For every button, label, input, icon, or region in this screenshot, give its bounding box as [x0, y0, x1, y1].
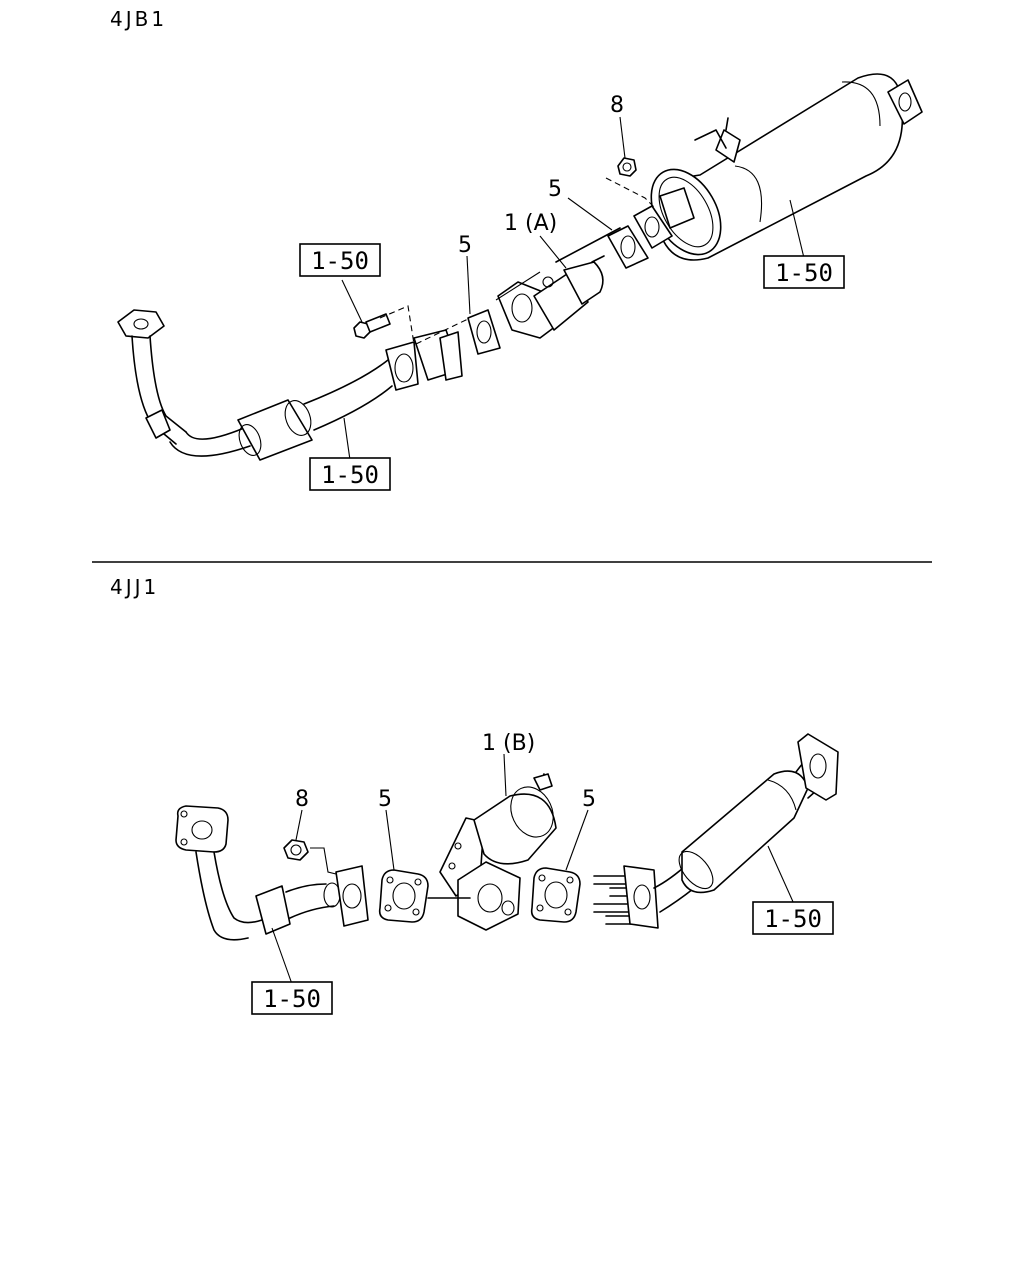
leader-gasket-right-4jj1	[565, 809, 589, 871]
leader-nut	[619, 116, 626, 159]
rear-pipe-4jj1	[623, 733, 839, 929]
section-title-4jb1: 4JB1	[110, 7, 167, 31]
gasket-left	[467, 309, 501, 355]
callout-gasket-left: 5	[458, 233, 472, 258]
ref-box-front-pipe-4jj1[interactable]: 1-50	[251, 981, 333, 1015]
leader-nut-4jj1	[295, 809, 303, 841]
exhaust-brake-b	[439, 773, 557, 931]
gasket-left-4jj1	[378, 869, 429, 923]
leader-exhaust-brake-a	[539, 235, 567, 269]
ref-label-rear-pipe-4jj1: 1-50	[764, 905, 822, 933]
ref-box-muffler[interactable]: 1-50	[763, 255, 845, 289]
callout-gasket-right-4jj1: 5	[582, 787, 596, 812]
nut-4jj1	[283, 839, 309, 861]
callout-gasket-left-4jj1: 5	[378, 787, 392, 812]
gasket-right-4jj1	[530, 867, 581, 923]
callout-nut: 8	[610, 93, 624, 118]
center-line-mid	[495, 271, 541, 301]
leader-exhaust-brake-b	[503, 753, 507, 797]
section-title-4jj1: 4JJ1	[110, 575, 159, 599]
front-pipe	[117, 309, 463, 461]
callout-exhaust-brake-b: 1 (B)	[482, 731, 535, 756]
leader-rear-pipe-4jj1	[767, 845, 795, 905]
ref-label-front-pipe: 1-50	[321, 461, 379, 489]
ref-label-muffler: 1-50	[775, 259, 833, 287]
callout-nut-4jj1: 8	[295, 787, 309, 812]
leader-gasket-left	[466, 255, 471, 315]
ref-box-rear-pipe-4jj1[interactable]: 1-50	[752, 901, 834, 935]
leader-nut-4jj1-b	[310, 847, 337, 875]
muffler	[633, 73, 923, 261]
leader-bolt	[341, 279, 363, 323]
section-4jj1: 4JJ1	[110, 575, 839, 1015]
leader-muffler-ref	[789, 199, 805, 259]
leader-front-pipe-4jj1	[271, 927, 293, 985]
nut	[617, 157, 637, 177]
ref-box-front-pipe[interactable]: 1-50	[309, 457, 391, 491]
leader-gasket-right	[567, 197, 613, 231]
callout-gasket-right: 5	[548, 177, 562, 202]
leader-bolt-dash	[379, 305, 415, 345]
gasket-right	[607, 225, 649, 269]
bolt	[353, 313, 391, 339]
leader-gasket-left-4jj1	[385, 809, 395, 871]
front-pipe-4jj1	[175, 805, 369, 941]
leader-nut-dash	[605, 177, 656, 209]
line-brake-gasket	[555, 227, 621, 263]
leader-front-pipe-ref	[343, 417, 351, 461]
callout-exhaust-brake-a: 1 (A)	[504, 211, 557, 236]
exhaust-brake-a	[497, 255, 605, 339]
section-4jb1: 4JB1	[110, 7, 923, 491]
ref-label-bolt: 1-50	[311, 247, 369, 275]
ref-box-bolt[interactable]: 1-50	[299, 243, 381, 277]
ref-label-front-pipe-4jj1: 1-50	[263, 985, 321, 1013]
